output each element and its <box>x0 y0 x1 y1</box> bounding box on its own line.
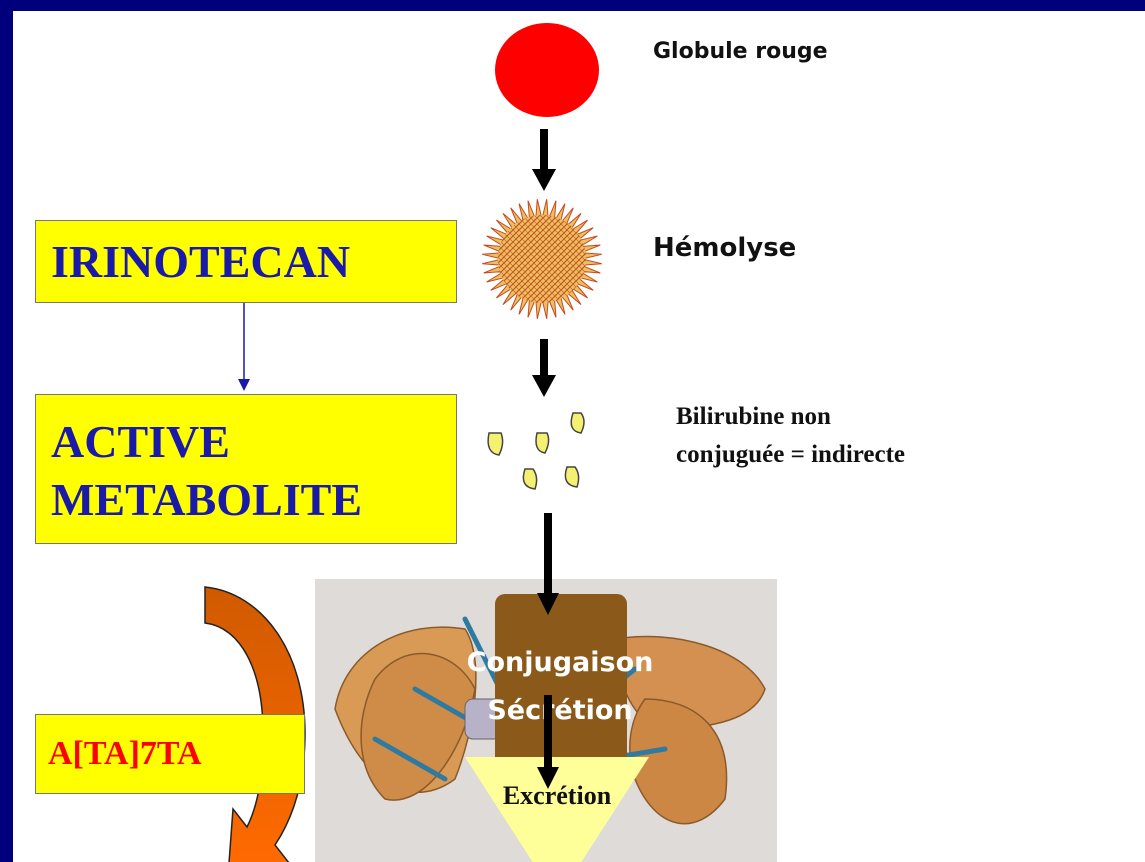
down-arrow-icon <box>529 339 559 397</box>
irinotecan-to-metabolite-arrow <box>237 303 251 393</box>
metabolite-label-line1: ACTIVE <box>51 415 230 468</box>
conjugation-block <box>495 594 627 779</box>
active-metabolite-box: ACTIVE METABOLITE <box>35 394 457 544</box>
down-arrow-icon <box>537 513 559 615</box>
red-blood-cell-icon <box>495 23 599 117</box>
irinotecan-box: IRINOTECAN <box>35 220 457 303</box>
bilirubine-label-line1: Bilirubine non <box>676 403 831 431</box>
metabolite-label-line2: METABOLITE <box>51 473 362 526</box>
secretion-label: Sécrétion <box>435 695 685 726</box>
globule-rouge-label: Globule rouge <box>653 39 828 64</box>
hemolysis-cell-icon <box>480 197 604 321</box>
bilirubin-fragments-icon <box>481 393 601 503</box>
hemolyse-label: Hémolyse <box>653 233 796 263</box>
down-arrow-icon <box>537 695 559 789</box>
bilirubine-label-line2: conjuguée = indirecte <box>676 441 905 469</box>
conjugaison-label: Conjugaison <box>435 647 685 678</box>
genotype-box: A[TA]7TA <box>35 714 305 794</box>
down-arrow-icon <box>529 129 559 191</box>
genotype-label: A[TA]7TA <box>48 735 202 773</box>
slide: Globule rouge Hémolyse Bilirub <box>13 11 1145 862</box>
irinotecan-label: IRINOTECAN <box>51 235 350 288</box>
